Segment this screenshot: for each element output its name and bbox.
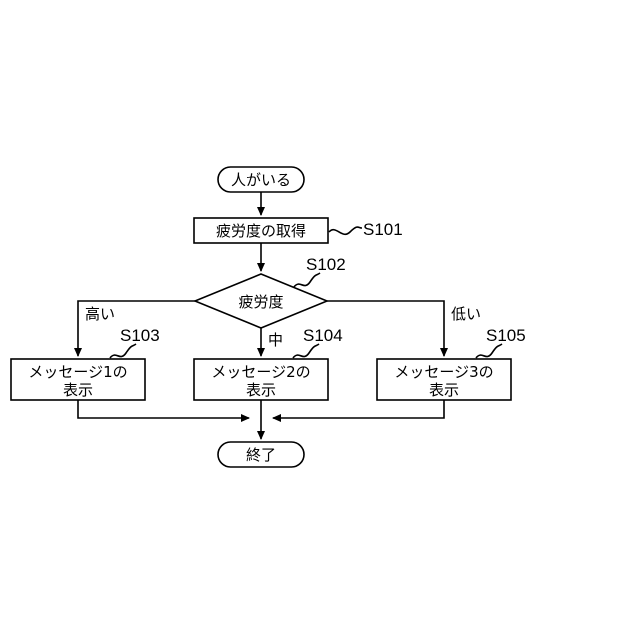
- decision-label: 疲労度: [238, 293, 283, 311]
- branch-low-label: 低い: [451, 305, 481, 323]
- connector-low-branch: [327, 301, 444, 356]
- acquire-label: 疲労度の取得: [216, 222, 306, 240]
- message1-step-leader: [110, 344, 136, 358]
- message3-step-label: S105: [486, 326, 526, 345]
- start-label: 人がいる: [231, 171, 291, 189]
- connector-merge-right: [273, 400, 444, 418]
- end-label: 終了: [246, 446, 276, 464]
- branch-high-label: 高い: [85, 305, 115, 323]
- message3-label-line1: メッセージ3の: [394, 363, 493, 381]
- message1-label-line2: 表示: [63, 381, 93, 399]
- message2-label-line2: 表示: [246, 381, 276, 399]
- branch-mid-label: 中: [268, 331, 283, 349]
- acquire-step-label: S101: [363, 220, 403, 239]
- message1-step-label: S103: [120, 326, 160, 345]
- message3-step-leader: [476, 344, 502, 358]
- message1-label-line1: メッセージ1の: [28, 363, 127, 381]
- message2-label-line1: メッセージ2の: [211, 363, 310, 381]
- message3-label-line2: 表示: [429, 381, 459, 399]
- decision-step-label: S102: [306, 255, 346, 274]
- connector-merge-left: [78, 400, 249, 418]
- decision-step-leader: [294, 273, 320, 287]
- message2-step-label: S104: [303, 326, 343, 345]
- message2-step-leader: [293, 344, 319, 358]
- acquire-step-leader: [329, 227, 362, 234]
